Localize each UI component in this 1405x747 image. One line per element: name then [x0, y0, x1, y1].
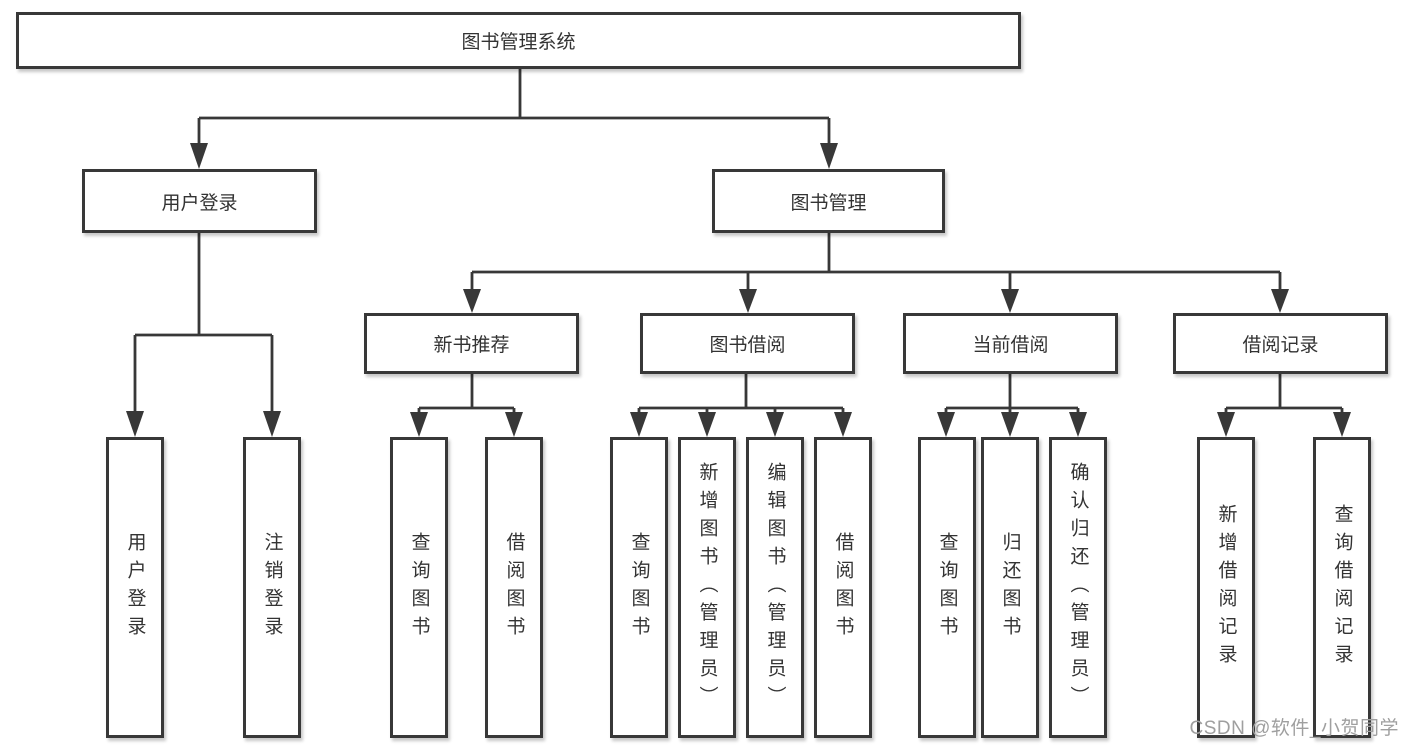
node-new-book-recommend: 新书推荐 — [364, 313, 579, 374]
leaf-query-books-borrowing: 查询图书 — [610, 437, 668, 738]
arrowhead-icons — [126, 143, 1351, 437]
node-label: 编辑图书（管理员） — [764, 461, 786, 714]
node-label: 注销登录 — [261, 531, 283, 644]
node-current-borrowing: 当前借阅 — [903, 313, 1118, 374]
node-label: 归还图书 — [999, 531, 1021, 644]
node-label: 新书推荐 — [433, 335, 510, 356]
node-user-login: 用户登录 — [82, 169, 317, 233]
node-label: 借阅图书 — [832, 531, 854, 644]
node-label: 图书借阅 — [709, 335, 786, 356]
node-label: 用户登录 — [124, 531, 146, 644]
leaf-query-books-current: 查询图书 — [918, 437, 976, 738]
leaf-borrow-books-recommend: 借阅图书 — [485, 437, 543, 738]
node-label: 当前借阅 — [972, 335, 1049, 356]
leaf-return-book: 归还图书 — [981, 437, 1039, 738]
node-label: 图书管理 — [790, 192, 867, 214]
leaf-user-login: 用户登录 — [106, 437, 164, 738]
node-library-system: 图书管理系统 — [16, 12, 1021, 69]
node-label: 查询图书 — [628, 531, 650, 644]
node-label: 新增图书（管理员） — [696, 461, 718, 714]
leaf-query-books-recommend: 查询图书 — [390, 437, 448, 738]
node-book-borrowing: 图书借阅 — [640, 313, 855, 374]
node-book-management: 图书管理 — [712, 169, 945, 233]
node-label: 借阅记录 — [1242, 335, 1319, 356]
node-label: 图书管理系统 — [461, 32, 576, 53]
leaf-add-book-admin: 新增图书（管理员） — [678, 437, 736, 738]
node-label: 查询图书 — [936, 531, 958, 644]
leaf-confirm-return-admin: 确认归还（管理员） — [1049, 437, 1107, 738]
leaf-logout: 注销登录 — [243, 437, 301, 738]
node-label: 查询图书 — [408, 531, 430, 644]
node-label: 新增借阅记录 — [1215, 503, 1237, 672]
node-borrowing-records: 借阅记录 — [1173, 313, 1388, 374]
watermark: CSDN @软件_小贺同学 — [1189, 718, 1399, 739]
node-label: 借阅图书 — [503, 531, 525, 644]
node-label: 查询借阅记录 — [1331, 503, 1353, 672]
leaf-edit-book-admin: 编辑图书（管理员） — [746, 437, 804, 738]
leaf-query-borrow-record: 查询借阅记录 — [1313, 437, 1371, 738]
node-label: 确认归还（管理员） — [1067, 461, 1089, 714]
node-label: 用户登录 — [161, 192, 238, 214]
leaf-borrow-books-borrowing: 借阅图书 — [814, 437, 872, 738]
leaf-add-borrow-record: 新增借阅记录 — [1197, 437, 1255, 738]
